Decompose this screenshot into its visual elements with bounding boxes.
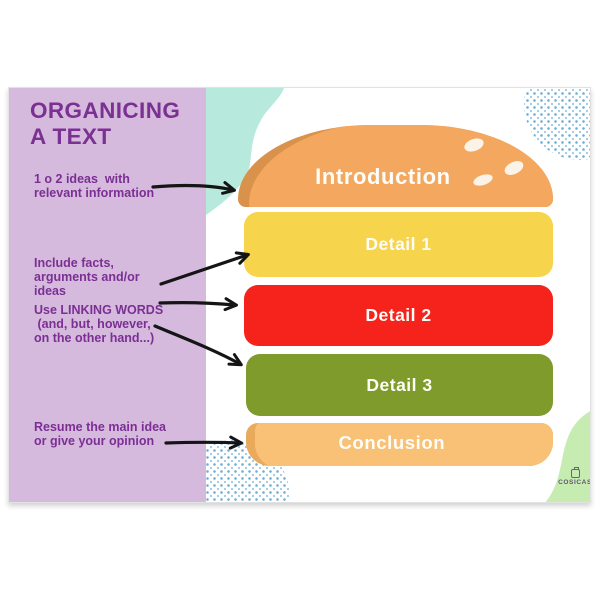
brand-logo-text: COSICAS xyxy=(558,479,591,486)
burger-top-bun: Introduction xyxy=(238,125,553,207)
burger-layer-detail-2: Detail 2 xyxy=(244,285,553,346)
note-line: Include facts, xyxy=(34,256,114,270)
note-line: Use LINKING WORDS xyxy=(34,303,164,317)
burger-label-detail-2: Detail 2 xyxy=(365,305,432,325)
poster-title-line2: A TEXT xyxy=(30,124,112,149)
poster-title-line1: ORGANICING xyxy=(30,98,181,123)
brand-logo-icon xyxy=(570,467,580,478)
burger-label-introduction: Introduction xyxy=(315,164,451,189)
burger-bottom-bun: Conclusion xyxy=(246,423,553,466)
note-line: (and, but, however, xyxy=(34,316,151,331)
burger-layer-detail-3: Detail 3 xyxy=(246,354,553,416)
note-line: on the other hand...) xyxy=(34,330,155,345)
note-line: relevant information xyxy=(34,185,155,200)
burger-label-detail-3: Detail 3 xyxy=(366,374,433,395)
note-line: ideas xyxy=(34,283,66,298)
poster-title: ORGANICING A TEXT xyxy=(30,98,180,150)
content-area: Introduction Detail 1 Detail 2 Detail 3 … xyxy=(206,88,591,502)
note-line: 1 o 2 ideas with xyxy=(34,172,130,186)
burger-layer-detail-1: Detail 1 xyxy=(244,212,553,277)
burger-bottom-bun-fill xyxy=(255,423,553,466)
brand-logo: COSICAS xyxy=(552,467,591,486)
note-line: arguments and/or xyxy=(34,269,140,284)
burger-label-detail-1: Detail 1 xyxy=(365,234,432,254)
note-details: Include facts, arguments and/or ideas xyxy=(34,256,140,298)
note-line: Resume the main idea xyxy=(34,420,166,434)
sidebar: ORGANICING A TEXT 1 o 2 ideas with relev… xyxy=(9,88,206,502)
burger-label-conclusion: Conclusion xyxy=(338,432,446,453)
note-linking-words: Use LINKING WORDS (and, but, however, on… xyxy=(34,303,164,345)
note-line: or give your opinion xyxy=(34,433,155,448)
note-introduction: 1 o 2 ideas with relevant information xyxy=(34,172,155,201)
poster: ORGANICING A TEXT 1 o 2 ideas with relev… xyxy=(8,87,591,503)
note-conclusion: Resume the main idea or give your opinio… xyxy=(34,420,166,449)
